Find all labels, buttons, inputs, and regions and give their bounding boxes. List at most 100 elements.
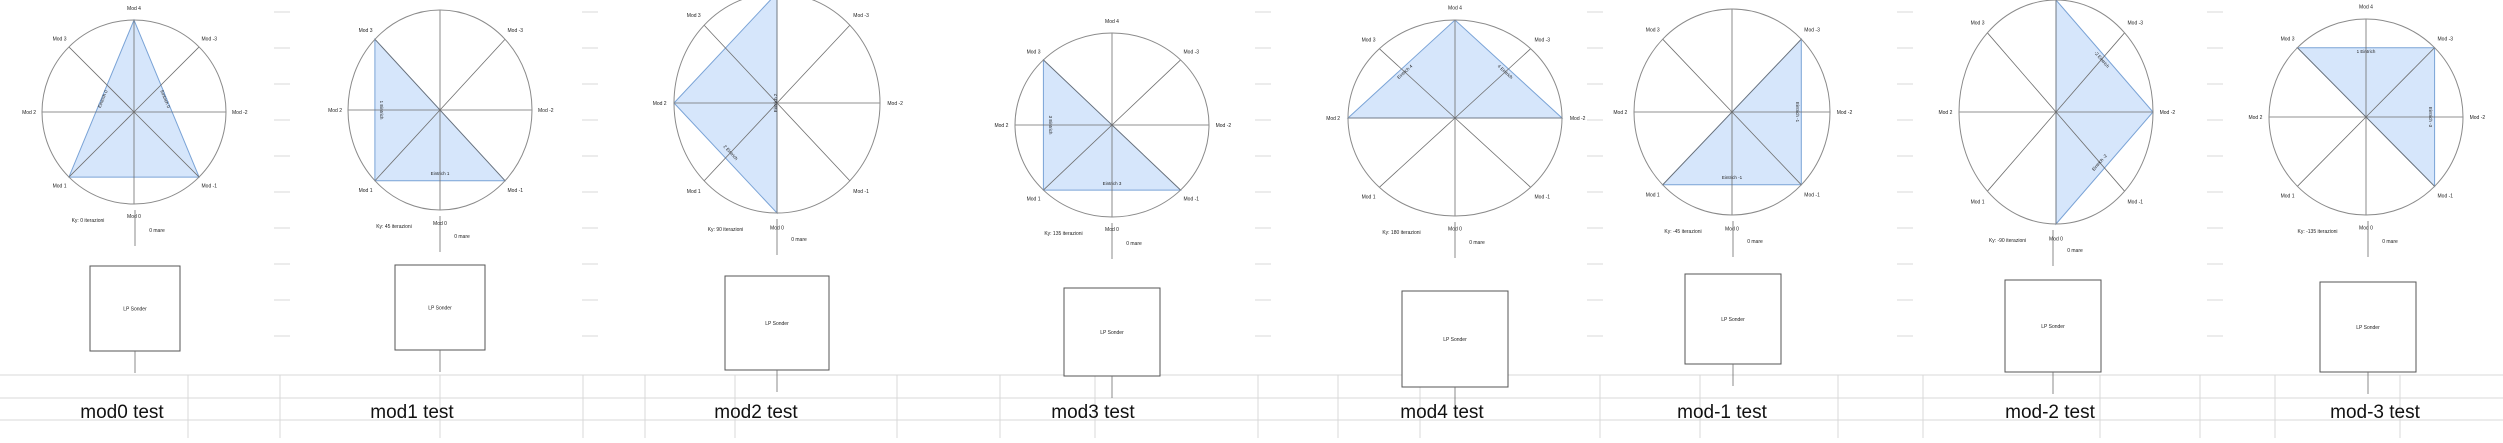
spoke-6-m3 bbox=[2055, 32, 2125, 113]
spoke-2-m3 bbox=[776, 24, 851, 104]
mod-label-3-p4: Mod 4 bbox=[1105, 19, 1119, 25]
circle-5 bbox=[1633, 8, 1831, 216]
mod-label-6-m2: Mod -2 bbox=[2160, 110, 2176, 116]
circle-2 bbox=[673, 0, 881, 214]
mod-label-1-p4: Mod 4 bbox=[433, 0, 447, 1]
mod-label-6-m1: Mod -1 bbox=[2128, 200, 2144, 206]
stem-label-1: 0 mare bbox=[454, 234, 470, 240]
spoke-3-p3 bbox=[1043, 59, 1113, 126]
ray-label-2: Ky: 90 iterazioni bbox=[708, 227, 744, 233]
spoke-2-p1 bbox=[703, 102, 778, 182]
panel-caption-6: mod-2 test bbox=[2005, 402, 2095, 423]
mod-label-4-m2: Mod -2 bbox=[1570, 116, 1586, 122]
mod-label-6-p0: Mod 0 bbox=[2049, 237, 2063, 243]
mod-label-1-p3: Mod 3 bbox=[359, 28, 373, 34]
ray-label-3: Ky: 135 iterazioni bbox=[1044, 231, 1082, 237]
edge-label-0-1: Eintrich 0 bbox=[97, 89, 109, 109]
sonder-box-label-6: LP Sonder bbox=[2041, 324, 2065, 330]
spoke-6-p1 bbox=[1987, 111, 2057, 192]
mod-label-5-p2: Mod 2 bbox=[1613, 110, 1627, 116]
sonder-box-0 bbox=[89, 265, 181, 352]
mod-label-7-m2: Mod -2 bbox=[2470, 115, 2486, 121]
mod-label-0-p2: Mod 2 bbox=[22, 110, 36, 116]
panel-caption-4: mod4 test bbox=[1400, 402, 1484, 423]
panel-caption-3: mod3 test bbox=[1051, 402, 1135, 423]
spoke-7-m3 bbox=[2365, 47, 2435, 118]
mod-label-6-p1: Mod 1 bbox=[1971, 200, 1985, 206]
circle-3 bbox=[1014, 32, 1210, 218]
spoke-5-p1 bbox=[1662, 111, 1733, 186]
panel-caption-1: mod1 test bbox=[370, 402, 454, 423]
mod-label-2-p2: Mod 2 bbox=[653, 101, 667, 107]
stem-label-3: 0 mare bbox=[1126, 241, 1142, 247]
stem-label-0: 0 mare bbox=[149, 228, 165, 234]
highlight-triangle-2 bbox=[673, 0, 778, 215]
spoke-7-m1 bbox=[2365, 116, 2435, 187]
edge-label-5-1: Eintrich -1 bbox=[1722, 175, 1743, 180]
edge-label-3-1: Eintrich 3 bbox=[1103, 181, 1122, 186]
stem-label-4: 0 mare bbox=[1469, 240, 1485, 246]
spoke-0-p3 bbox=[68, 46, 135, 113]
edge-label-1-1: Eintrich 1 bbox=[431, 171, 450, 176]
mod-label-5-m2: Mod -2 bbox=[1837, 110, 1853, 116]
spoke-6-m1 bbox=[2055, 111, 2125, 192]
mod-label-0-p0: Mod 0 bbox=[127, 214, 141, 220]
spoke-4-p1 bbox=[1379, 117, 1456, 188]
edge-label-3-0: 3 Eintrich bbox=[1048, 116, 1053, 135]
ray-label-0: Ky: 0 iterazioni bbox=[72, 218, 105, 224]
spoke-5-m1 bbox=[1731, 111, 1802, 186]
mod-label-4-p3: Mod 3 bbox=[1362, 38, 1376, 44]
spoke-5-m3 bbox=[1731, 38, 1802, 113]
mod-label-3-m3: Mod -3 bbox=[1184, 50, 1200, 56]
circle-7 bbox=[2268, 18, 2464, 216]
mod-label-5-p3: Mod 3 bbox=[1646, 28, 1660, 34]
mod-label-4-m1: Mod -1 bbox=[1535, 194, 1551, 200]
sonder-box-label-1: LP Sonder bbox=[428, 306, 452, 312]
mod-label-3-p3: Mod 3 bbox=[1027, 50, 1041, 56]
spoke-4-m3 bbox=[1454, 48, 1531, 119]
sonder-box-label-0: LP Sonder bbox=[123, 307, 147, 313]
sonder-box-1 bbox=[394, 264, 486, 351]
mod-label-0-p4: Mod 4 bbox=[127, 6, 141, 12]
mod-label-5-m1: Mod -1 bbox=[1804, 192, 1820, 198]
sonder-box-label-4: LP Sonder bbox=[1443, 337, 1467, 343]
mod-label-2-m1: Mod -1 bbox=[853, 189, 869, 195]
ray-label-7: Ky: -135 iterazioni bbox=[2297, 229, 2337, 235]
ray-label-6: Ky: -90 iterazioni bbox=[1989, 238, 2026, 244]
spoke-7-p3 bbox=[2297, 47, 2367, 118]
spoke-2-m1 bbox=[776, 102, 851, 182]
mod-label-5-p0: Mod 0 bbox=[1725, 226, 1739, 232]
sonder-box-label-5: LP Sonder bbox=[1721, 317, 1745, 323]
stem-label-7: 0 mare bbox=[2382, 239, 2398, 245]
edge-label-2-1: Eintrich 2 bbox=[773, 93, 778, 112]
mod-label-1-p2: Mod 2 bbox=[328, 108, 342, 114]
panel-caption-5: mod-1 test bbox=[1677, 402, 1767, 423]
spoke-1-m3 bbox=[439, 39, 506, 111]
sonder-box-3 bbox=[1063, 287, 1161, 377]
spoke-7-p1 bbox=[2297, 116, 2367, 187]
mod-label-1-m3: Mod -3 bbox=[508, 28, 524, 34]
spoke-1-p3 bbox=[374, 39, 441, 111]
mod-label-2-p3: Mod 3 bbox=[687, 13, 701, 19]
sonder-box-label-3: LP Sonder bbox=[1100, 330, 1124, 336]
panel-caption-7: mod-3 test bbox=[2330, 402, 2420, 423]
edge-label-5-0: Eintrich -1 bbox=[1795, 102, 1800, 123]
sonder-box-label-2: LP Sonder bbox=[765, 321, 789, 327]
panel-caption-0: mod0 test bbox=[80, 402, 164, 423]
mod-label-4-p2: Mod 2 bbox=[1326, 116, 1340, 122]
mod-label-7-p0: Mod 0 bbox=[2359, 226, 2373, 232]
mod-label-1-p1: Mod 1 bbox=[359, 188, 373, 194]
mod-label-3-m2: Mod -2 bbox=[1216, 123, 1232, 129]
mod-label-6-m3: Mod -3 bbox=[2128, 21, 2144, 27]
spoke-5-p3 bbox=[1662, 38, 1733, 113]
mod-label-0-p1: Mod 1 bbox=[53, 184, 67, 190]
mod-label-5-p1: Mod 1 bbox=[1646, 192, 1660, 198]
spoke-4-p3 bbox=[1379, 48, 1456, 119]
stem-label-2: 0 mare bbox=[791, 237, 807, 243]
mod-label-5-m3: Mod -3 bbox=[1804, 28, 1820, 34]
circle-0 bbox=[41, 19, 227, 205]
mod-label-7-p2: Mod 2 bbox=[2248, 115, 2262, 121]
mod-label-6-p2: Mod 2 bbox=[1938, 110, 1952, 116]
